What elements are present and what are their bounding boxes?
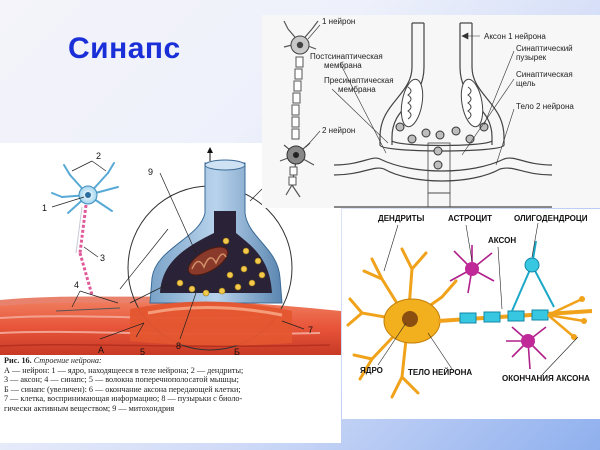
label-neuron-body: ТЕЛО НЕЙРОНА — [408, 368, 472, 377]
label-5: 5 — [140, 347, 145, 355]
neuron-drawing — [51, 162, 119, 296]
caption-line: Б — синапс (увеличен): 6 — окончание акс… — [4, 384, 241, 394]
mitochondria — [400, 78, 484, 128]
synapse-schematic-drawing: 1 нейрон 2 нейрон Аксон 1 нейрона Постси… — [279, 17, 574, 208]
label-1: 1 — [42, 203, 47, 213]
label-oligodendrocyte: ОЛИГОДЕНДРОЦИ — [514, 214, 588, 223]
caption-subtitle: Строение нейрона: — [31, 356, 102, 365]
neuron-glia-figure: ДЕНДРИТЫ АСТРОЦИТ ОЛИГОДЕНДРОЦИ АКСОН ЯД… — [342, 209, 600, 419]
enlarged-synapse — [127, 147, 293, 351]
label-2: 2 — [96, 151, 101, 161]
page-title: Синапс — [68, 32, 181, 65]
caption-line: 7 — клетка, воспринимающая информацию; 8… — [4, 394, 243, 404]
label-neuron-1: 1 нейрон — [322, 17, 355, 26]
label-axon-1: Аксон 1 нейрона — [484, 32, 546, 41]
synapse-schematic: 1 нейрон 2 нейрон Аксон 1 нейрона Постси… — [262, 15, 600, 208]
label-8: 8 — [176, 341, 181, 351]
myelin-sheath — [459, 309, 549, 324]
letter-b: Б — [234, 347, 240, 355]
label-3: 3 — [100, 253, 105, 263]
label-axon-endings: ОКОНЧАНИЯ АКСОНА — [502, 374, 590, 383]
label-4: 4 — [74, 280, 79, 290]
label-nucleus: ЯДРО — [360, 366, 383, 375]
caption-title: Рис. 16. — [4, 356, 32, 365]
neuron-chain — [279, 20, 319, 198]
caption-line: гически активным веществом; 9 — митохонд… — [4, 403, 175, 413]
caption-line: 3 — аксон; 4 — синапс; 5 — волокна попер… — [4, 375, 239, 385]
figure-caption: Рис. 16. Строение нейрона: А — нейрон: 1… — [4, 356, 337, 414]
label-dendrites: ДЕНДРИТЫ — [378, 214, 424, 223]
caption-line: А — нейрон: 1 — ядро, находящееся в теле… — [4, 365, 244, 375]
label-9: 9 — [148, 167, 153, 177]
label-astrocyte: АСТРОЦИТ — [448, 214, 492, 223]
label-7: 7 — [308, 325, 313, 335]
letter-a: А — [98, 345, 104, 355]
label-axon: АКСОН — [488, 236, 516, 245]
neuron-synapse-illustration: 2 1 3 4 5 6 7 8 9 А Б — [0, 147, 341, 357]
astrocyte — [449, 245, 547, 370]
label-neuron-2: 2 нейрон — [322, 126, 355, 135]
neuron-glia-drawing: ДЕНДРИТЫ АСТРОЦИТ ОЛИГОДЕНДРОЦИ АКСОН ЯД… — [346, 214, 593, 399]
label-neuron-2-body: Тело 2 нейрона — [516, 102, 574, 111]
